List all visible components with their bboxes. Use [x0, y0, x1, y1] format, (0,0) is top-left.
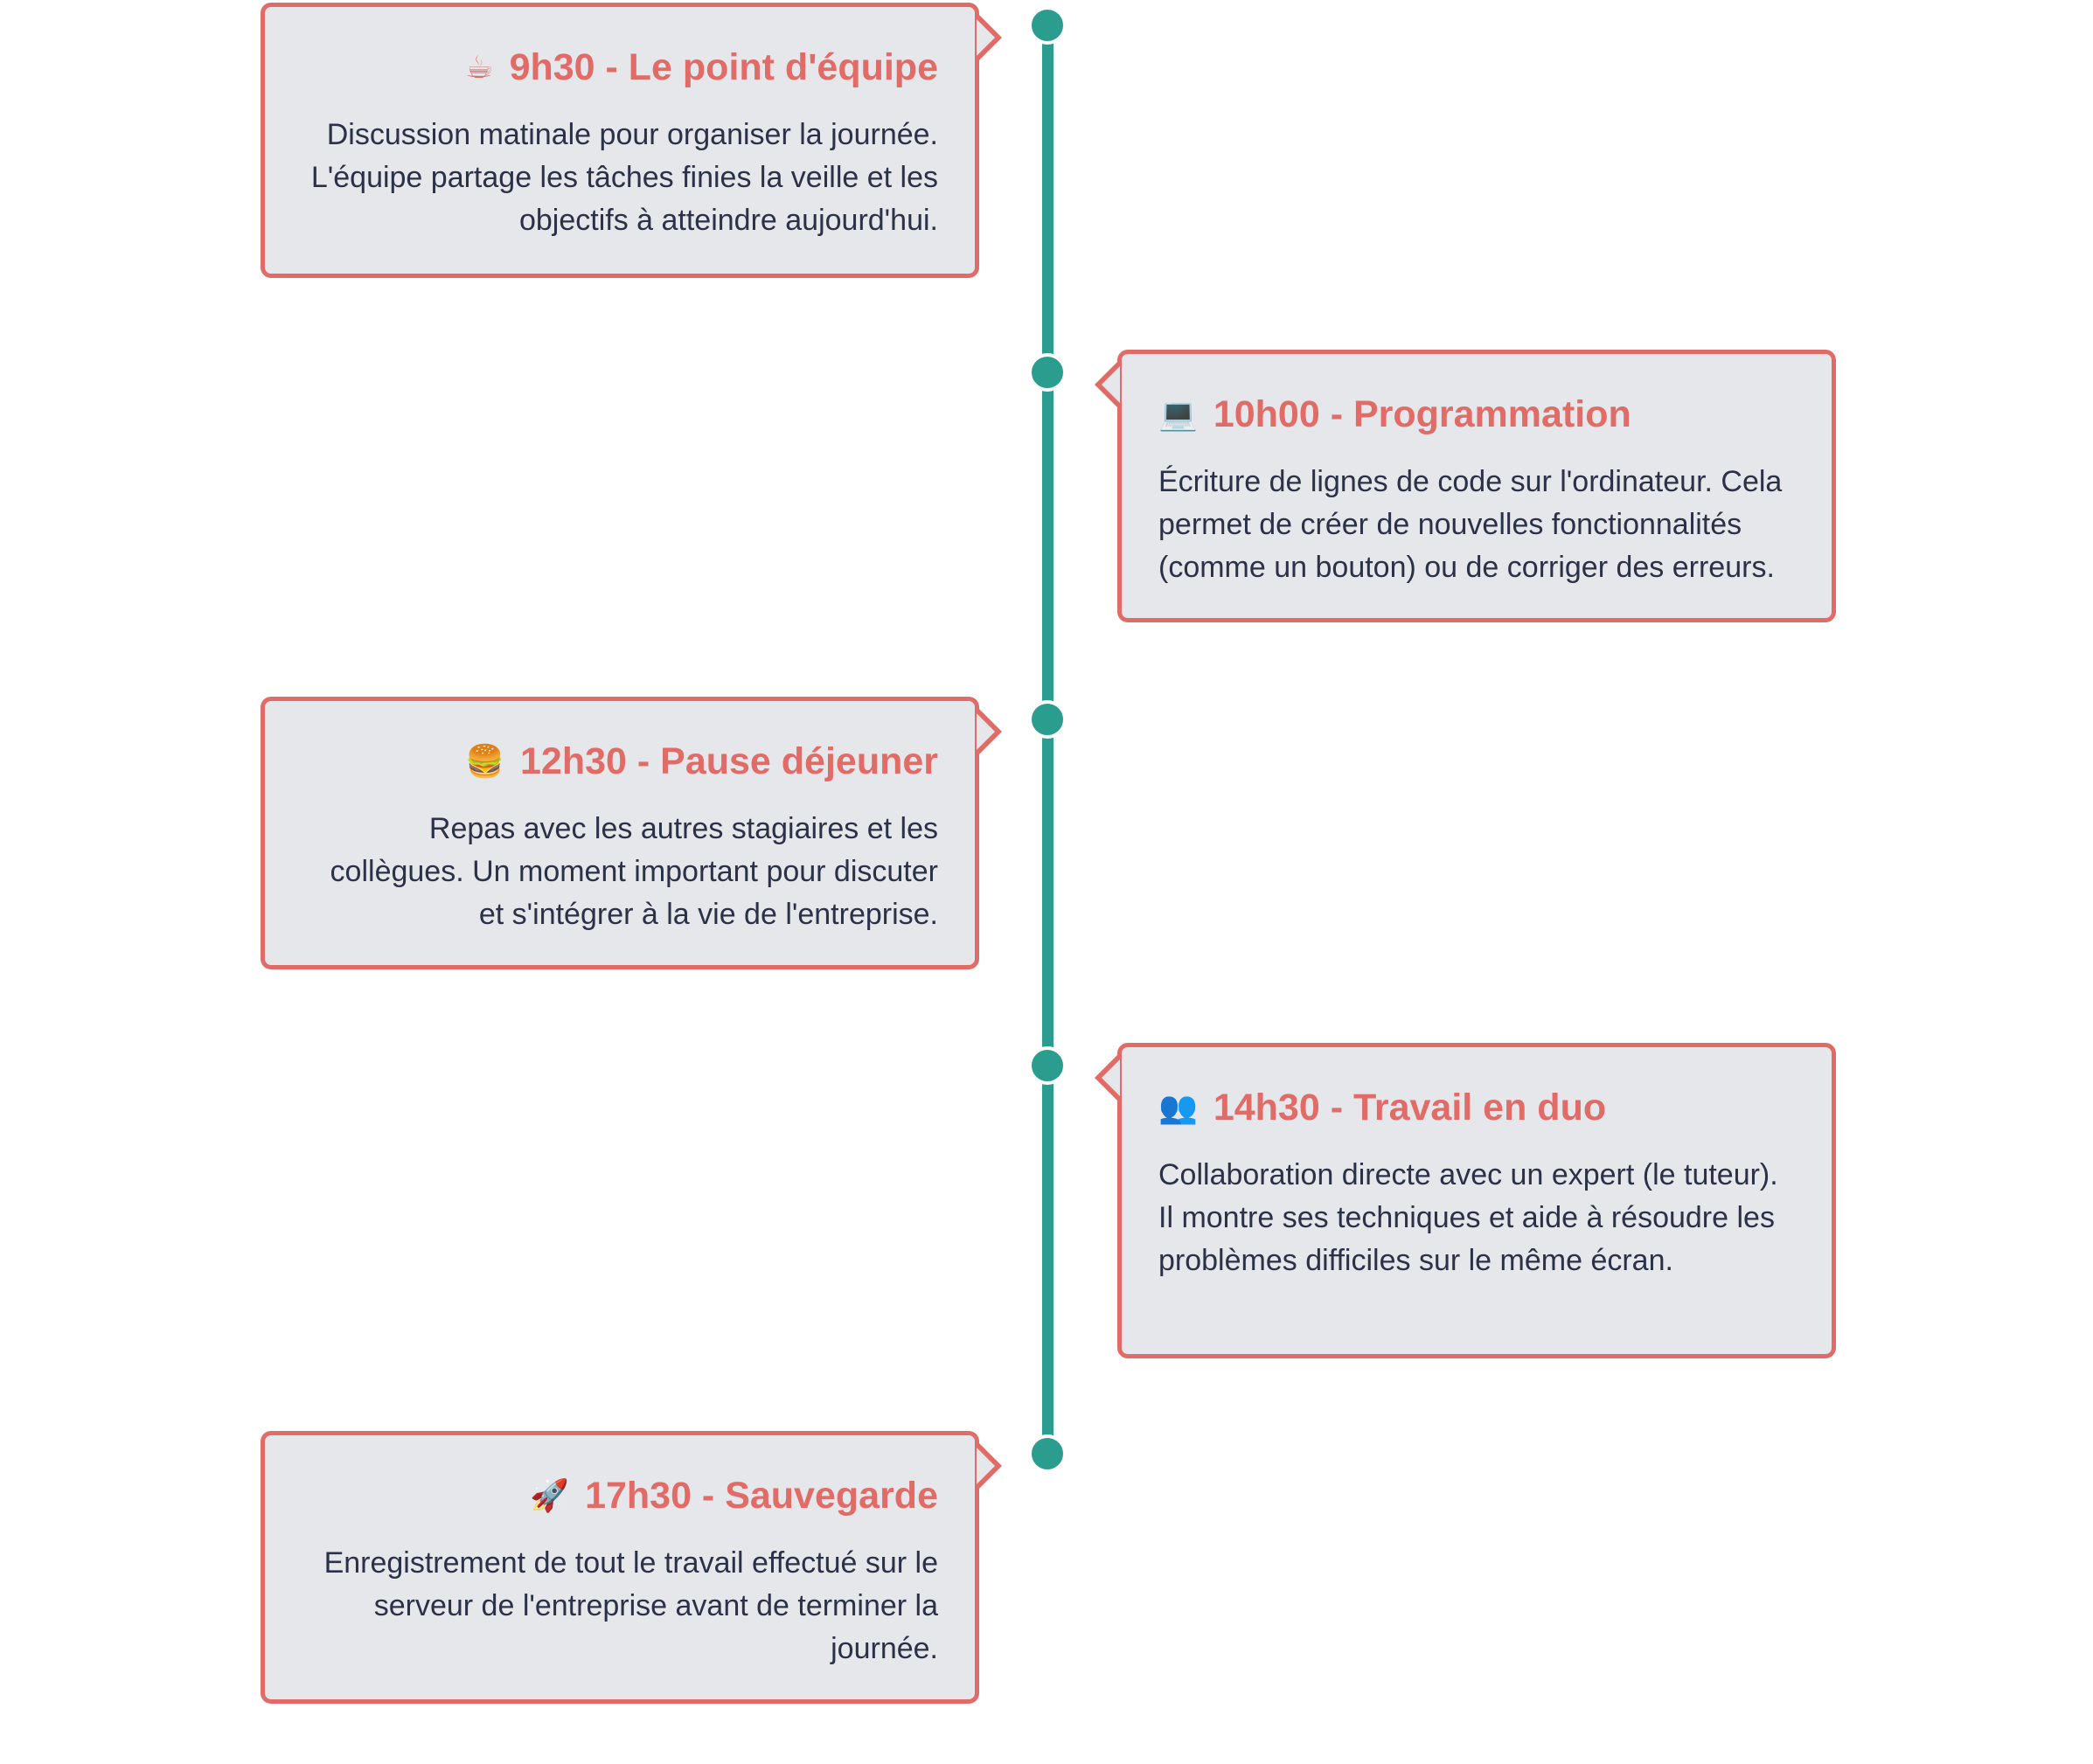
card-description: Enregistrement de tout le travail effect…	[323, 1545, 938, 1665]
rocket-icon: 🚀	[530, 1477, 570, 1513]
timeline-dot	[1028, 353, 1067, 392]
card-title: 🍔 12h30 - Pause déjeuner	[302, 740, 938, 785]
people-icon: 👥	[1158, 1089, 1198, 1125]
timeline-dot	[1028, 6, 1067, 45]
timeline-card-programming: 💻 10h00 - Programmation Écriture de ligne…	[1095, 350, 1836, 622]
card-title-text: 10h00 - Programmation	[1213, 393, 1631, 435]
timeline-dot	[1028, 700, 1067, 739]
card-title: 💻 10h00 - Programmation	[1158, 392, 1795, 438]
card-description: Écriture de lignes de code sur l'ordinat…	[1158, 464, 1783, 584]
laptop-icon: 💻	[1158, 396, 1198, 432]
card-title: ☕ 9h30 - Le point d'équipe	[302, 45, 938, 91]
coffee-cup-icon: ☕	[465, 49, 494, 85]
timeline-dot	[1028, 1434, 1067, 1473]
burger-icon: 🍔	[465, 743, 504, 779]
card-title-text: 9h30 - Le point d'équipe	[509, 46, 938, 88]
timeline-card-team-meeting: ☕ 9h30 - Le point d'équipe Discussion mat…	[261, 3, 1002, 278]
card-title-text: 14h30 - Travail en duo	[1213, 1087, 1607, 1129]
card-description: Collaboration directe avec un expert (le…	[1158, 1157, 1778, 1277]
card-description: Repas avec les autres stagiaires et les …	[330, 811, 938, 931]
timeline-card-pair-work: 👥 14h30 - Travail en duo Collaboration di…	[1095, 1043, 1836, 1358]
timeline-dot	[1028, 1046, 1067, 1085]
card-description: Discussion matinale pour organiser la jo…	[310, 117, 938, 237]
card-title-text: 12h30 - Pause déjeuner	[520, 740, 938, 782]
card-title-text: 17h30 - Sauvegarde	[585, 1475, 938, 1517]
card-title: 🚀 17h30 - Sauvegarde	[302, 1474, 938, 1519]
timeline-card-backup: 🚀 17h30 - Sauvegarde Enregistrement de to…	[261, 1431, 1002, 1704]
timeline-card-lunch: 🍔 12h30 - Pause déjeuner Repas avec les a…	[261, 697, 1002, 969]
card-title: 👥 14h30 - Travail en duo	[1158, 1086, 1795, 1131]
